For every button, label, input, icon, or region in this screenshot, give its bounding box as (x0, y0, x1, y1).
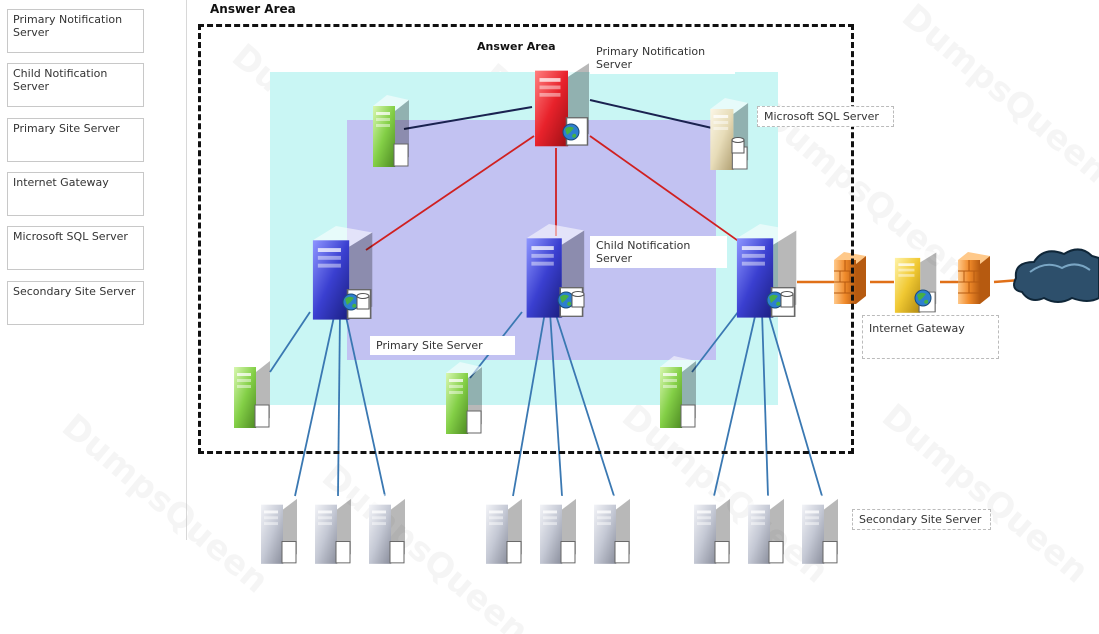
divider (186, 0, 187, 540)
secondary-server-icon (747, 493, 785, 565)
child-links (269, 311, 823, 497)
link-primary-right-site (589, 135, 745, 246)
label-text: Internet Gateway (869, 322, 965, 335)
connection-lines (269, 99, 1021, 497)
option-label: Primary Notification Server (13, 13, 123, 39)
inner-answer-area-title: Answer Area (477, 40, 556, 53)
label-primary-site-server[interactable]: Primary Site Server (370, 336, 515, 355)
label-text: Child Notification Server (596, 239, 691, 265)
secondary-server-icon (593, 493, 631, 565)
option-label: Internet Gateway (13, 176, 109, 189)
option-microsoft-sql-server[interactable]: Microsoft SQL Server (7, 226, 144, 270)
secondary-server-icon (693, 493, 731, 565)
cloud-icon (1013, 248, 1099, 303)
secondary-server-icon (260, 493, 298, 565)
option-label: Secondary Site Server (13, 285, 136, 298)
link-primary-green (403, 106, 533, 130)
option-secondary-site-server[interactable]: Secondary Site Server (7, 281, 144, 325)
option-internet-gateway[interactable]: Internet Gateway (7, 172, 144, 216)
label-text: Microsoft SQL Server (764, 110, 879, 123)
label-secondary-site-server[interactable]: Secondary Site Server (852, 509, 991, 530)
label-text: Secondary Site Server (859, 513, 982, 526)
answer-area-box[interactable] (198, 24, 854, 454)
firewall-icon (957, 251, 991, 305)
gateway-server-icon (894, 247, 937, 314)
svg-text:DumpsQueen: DumpsQueen (874, 396, 1096, 591)
secondary-server-icon (801, 493, 839, 565)
option-child-notification-server[interactable]: Child Notification Server (7, 63, 144, 107)
option-label: Primary Site Server (13, 122, 120, 135)
link-primary-left-site (365, 135, 535, 251)
label-microsoft-sql-server[interactable]: Microsoft SQL Server (757, 106, 894, 127)
label-text: Primary Site Server (376, 339, 483, 352)
option-label: Child Notification Server (13, 67, 108, 93)
secondary-server-icon (314, 493, 352, 565)
secondary-server-icon (368, 493, 406, 565)
label-text: Primary Notification Server (596, 45, 706, 71)
label-primary-notification-server[interactable]: Primary Notification Server (590, 42, 735, 74)
answer-area-title: Answer Area (210, 2, 296, 16)
option-primary-notification-server[interactable]: Primary Notification Server (7, 9, 144, 53)
label-internet-gateway[interactable]: Internet Gateway (862, 315, 999, 359)
svg-text:DumpsQueen: DumpsQueen (894, 0, 1099, 191)
secondary-server-icon (539, 493, 577, 565)
option-label: Microsoft SQL Server (13, 230, 128, 243)
link-primary-sql (589, 99, 713, 129)
secondary-server-icon (485, 493, 523, 565)
label-child-notification-server[interactable]: Child Notification Server (590, 236, 727, 268)
option-primary-site-server[interactable]: Primary Site Server (7, 118, 144, 162)
